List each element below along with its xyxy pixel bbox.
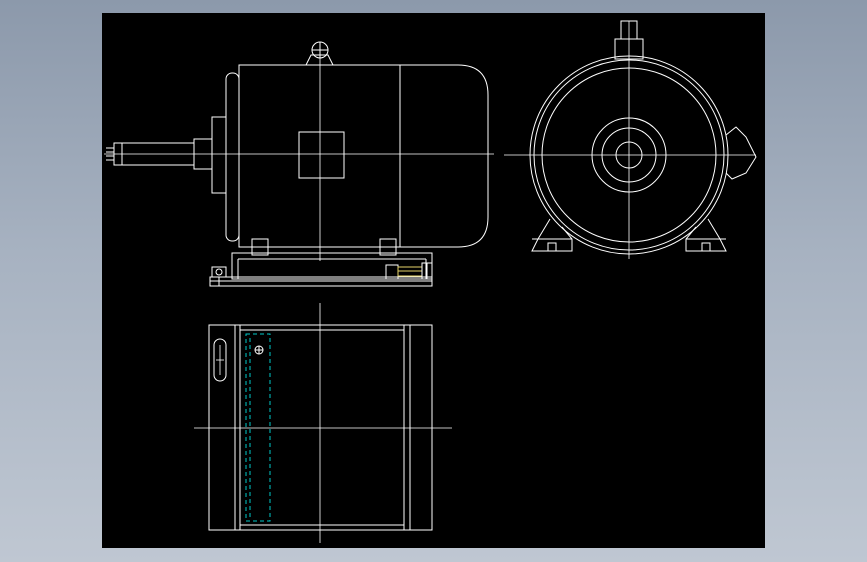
shaft-end-marks [106,147,114,161]
cad-drawing-viewport[interactable] [102,13,765,548]
slide-rail [231,252,433,280]
motor-body [238,64,489,248]
end-shield-outer [225,72,240,242]
end-right-foot [685,218,727,252]
plan-view [194,303,452,543]
left-anchor-bolt [211,266,227,286]
outer-frame-ring [529,55,729,255]
mounting-slot [213,338,227,382]
end-shield-inner [211,116,227,194]
motor-drawing [104,20,757,543]
rear-foot [379,238,397,256]
front-foot [251,238,269,256]
end-left-foot [531,218,573,252]
plan-base-outline [208,324,433,531]
tension-screw [385,262,433,280]
side-terminal-box [725,126,757,180]
end-shield-ring [591,117,667,193]
shaft-bore [615,141,643,169]
end-elevation-view [504,20,757,259]
fan-cover-ring [541,67,717,243]
terminal-box [298,131,345,179]
side-elevation-view [104,41,494,287]
